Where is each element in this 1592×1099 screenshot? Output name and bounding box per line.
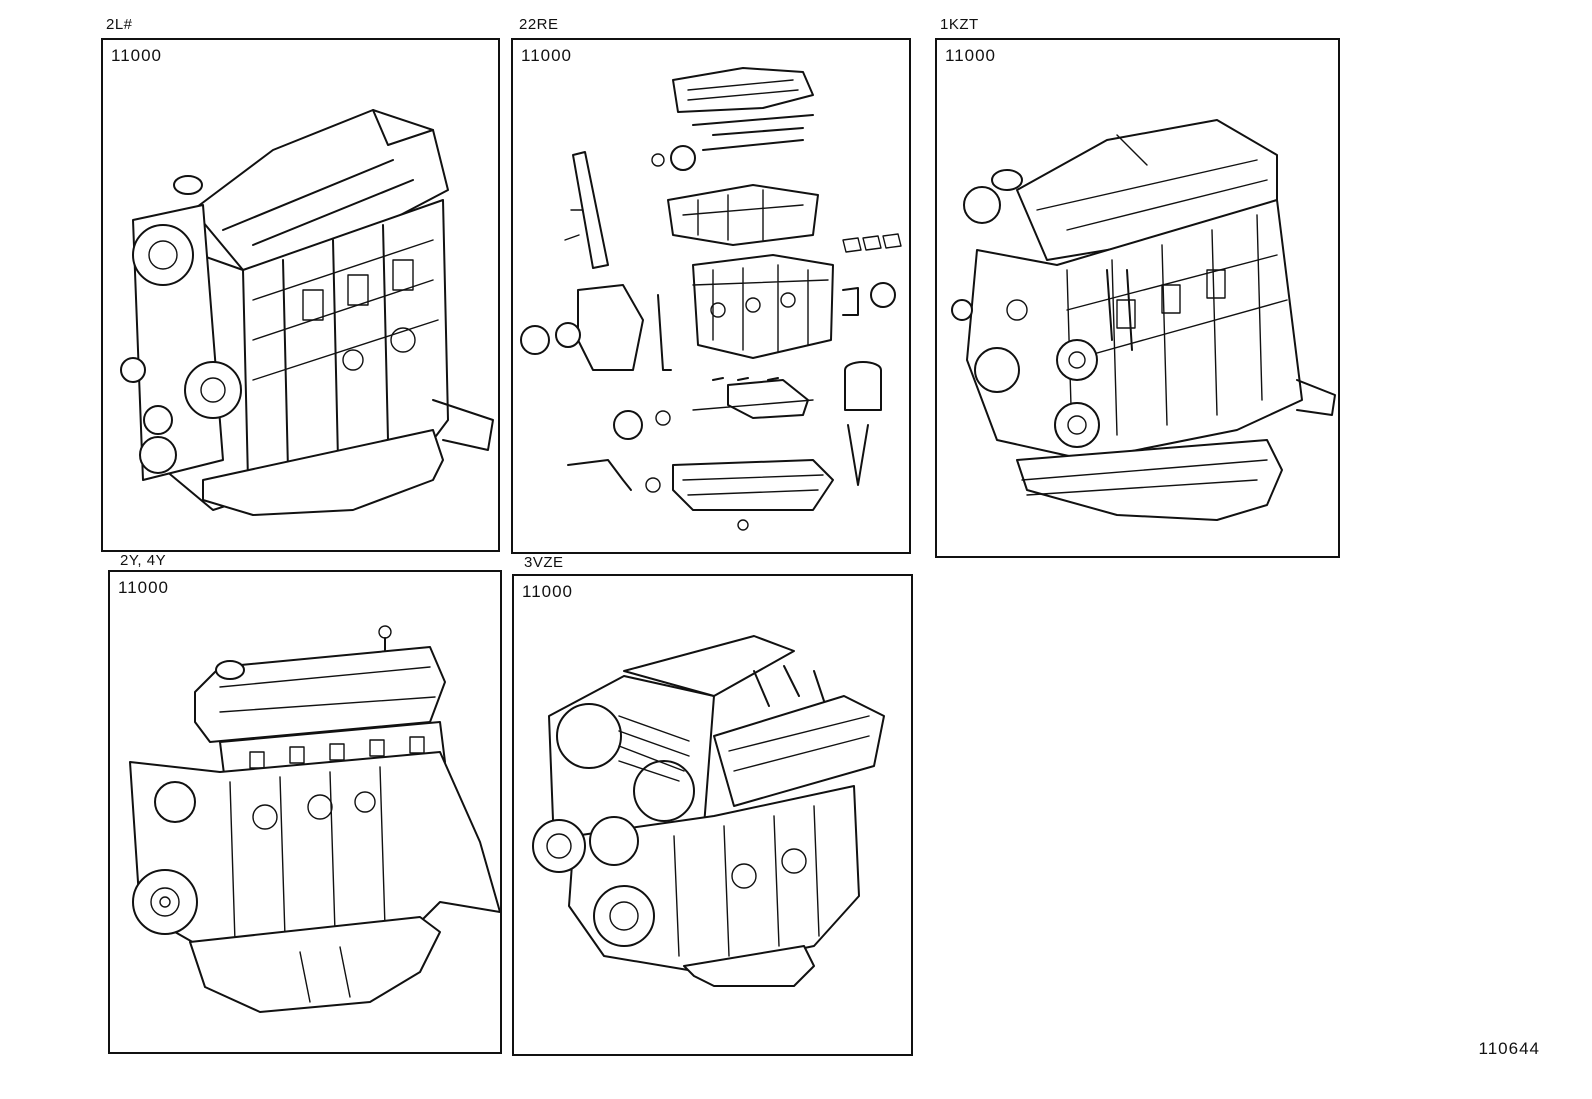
part-number: 11000 [522,582,574,601]
engine-assembly-drawing [110,572,500,1052]
illustration-reference-number: 110644 [1478,1039,1540,1058]
engine-panel-2l: 11000 [101,38,500,552]
engine-label-3vze: 3VZE [524,554,564,571]
engine-panel-3vze: 11000 [512,574,913,1056]
part-number: 11000 [111,46,163,65]
engine-label-1kzt: 1KZT [940,16,979,33]
engine-label-2l: 2L# [106,16,133,33]
engine-panel-22re: 11000 [511,38,911,554]
part-number: 11000 [521,46,573,65]
part-number: 11000 [118,578,170,597]
engine-label-22re: 22RE [519,16,559,33]
part-number: 11000 [945,46,997,65]
engine-label-2y-4y: 2Y, 4Y [120,552,167,569]
engine-panel-2y-4y: 11000 [108,570,502,1054]
engine-exploded-parts-drawing [513,40,909,552]
v6-engine-assembly-drawing [514,576,911,1054]
engine-assembly-drawing [937,40,1338,556]
engine-panel-1kzt: 11000 [935,38,1340,558]
engine-assembly-drawing [103,40,498,550]
